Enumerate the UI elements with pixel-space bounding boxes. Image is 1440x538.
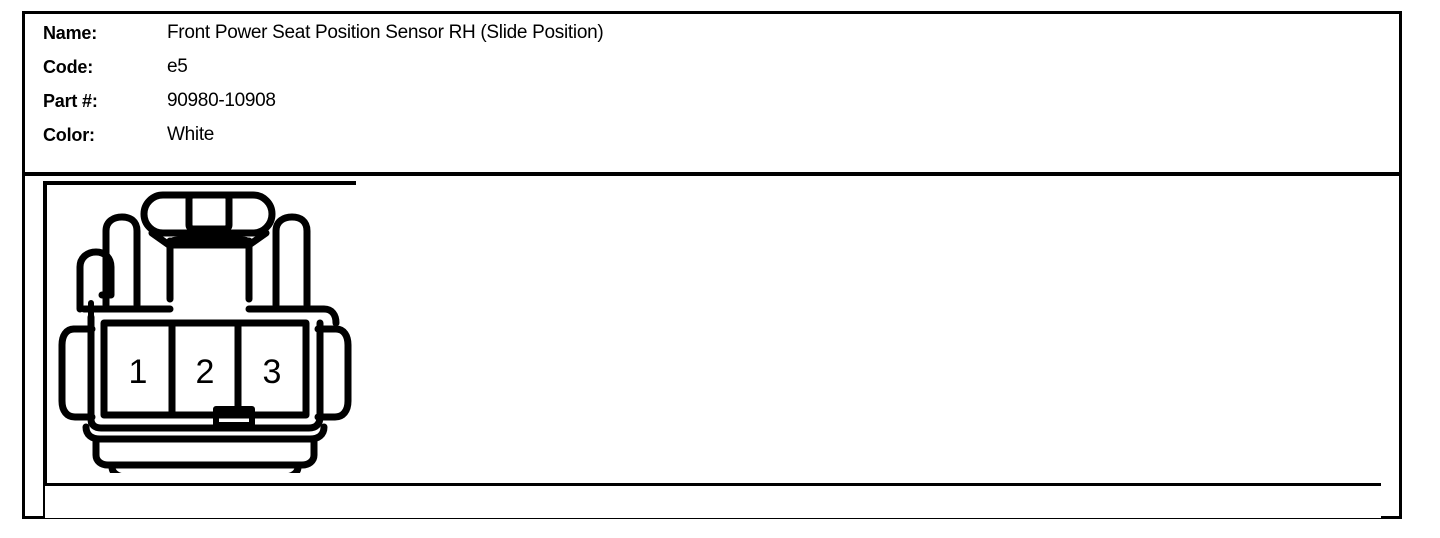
- center-block: [166, 236, 253, 303]
- pin-number-1: 1: [129, 353, 148, 391]
- housing-outer-wall: [87, 313, 324, 432]
- pin-number-2: 2: [196, 353, 215, 391]
- pin-number-3: 3: [263, 353, 282, 391]
- name-label: Name:: [43, 23, 98, 43]
- diagram-panel-top-rule: [43, 181, 356, 185]
- cavity-block: [100, 319, 310, 419]
- connector-info-block: Name: Front Power Seat Position Sensor R…: [43, 22, 1373, 162]
- part-number-label: Part #:: [43, 91, 98, 111]
- diagram-panel-footer-strip: [45, 486, 1381, 518]
- guide-post-right: [272, 213, 311, 309]
- connector-diagram: 1 2 3: [58, 191, 352, 473]
- color-label: Color:: [43, 125, 95, 145]
- color-value: White: [167, 124, 215, 145]
- guide-post-left: [102, 213, 141, 309]
- skirted-base: [82, 423, 328, 473]
- diagram-panel-footer-rule: [45, 483, 1381, 486]
- housing-shoulder: [80, 305, 340, 327]
- name-value: Front Power Seat Position Sensor RH (Sli…: [167, 22, 604, 43]
- polarizing-notch: [213, 406, 255, 428]
- top-locking-tab: [140, 191, 276, 249]
- header-divider: [22, 172, 1402, 176]
- part-number-value: 90980-10908: [167, 90, 276, 111]
- code-value: e5: [167, 56, 188, 77]
- code-label: Code:: [43, 57, 93, 77]
